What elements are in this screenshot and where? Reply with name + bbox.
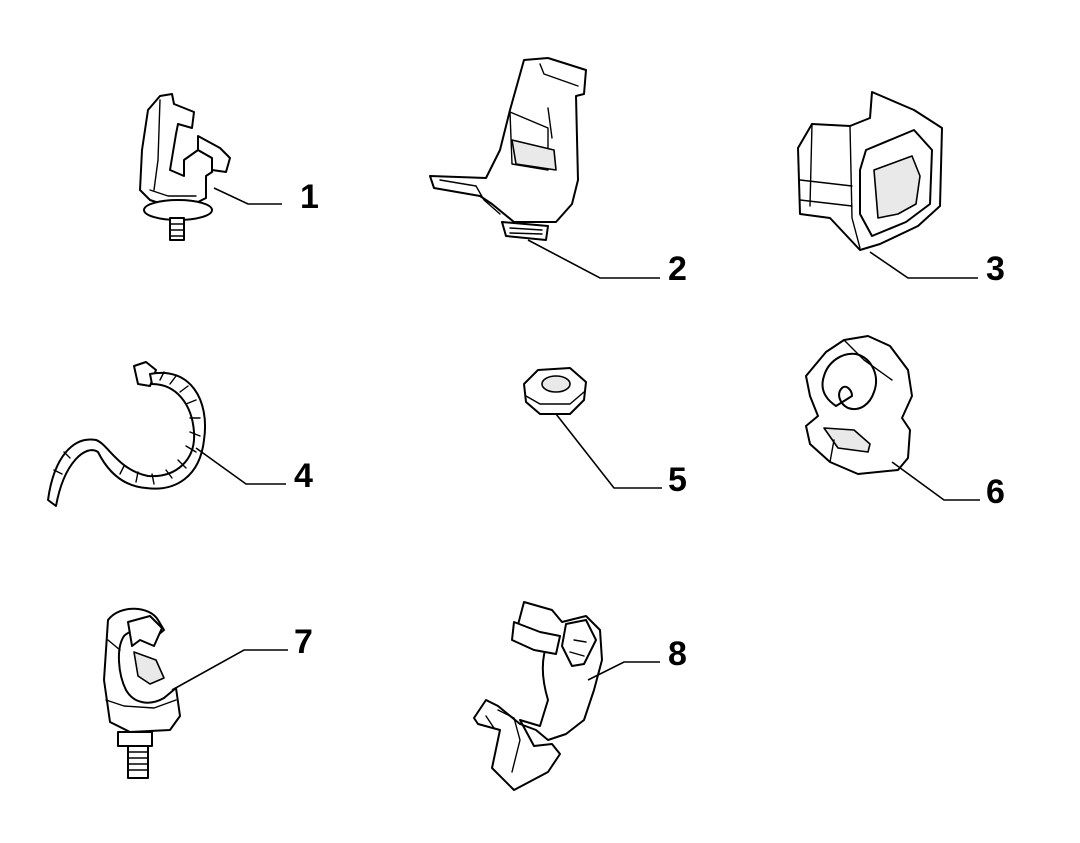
part-1-bracket-clip [139,93,282,241]
callout-7: 7 [294,623,313,661]
part-3-grommet-frame [797,91,978,279]
part-2-angled-clip [429,57,660,279]
part-5-hex-nut [523,367,662,489]
callout-4: 4 [294,457,313,495]
part-4-cable-tie [47,361,286,507]
callout-3: 3 [986,250,1005,288]
callout-5: 5 [668,461,687,499]
callout-6: 6 [986,473,1005,511]
part-7-stud-clamp [103,607,288,779]
callout-8: 8 [668,635,687,673]
callout-1: 1 [300,178,319,216]
callout-2: 2 [668,250,687,288]
part-6-double-clip [805,335,980,501]
part-8-push-clip [473,601,660,791]
